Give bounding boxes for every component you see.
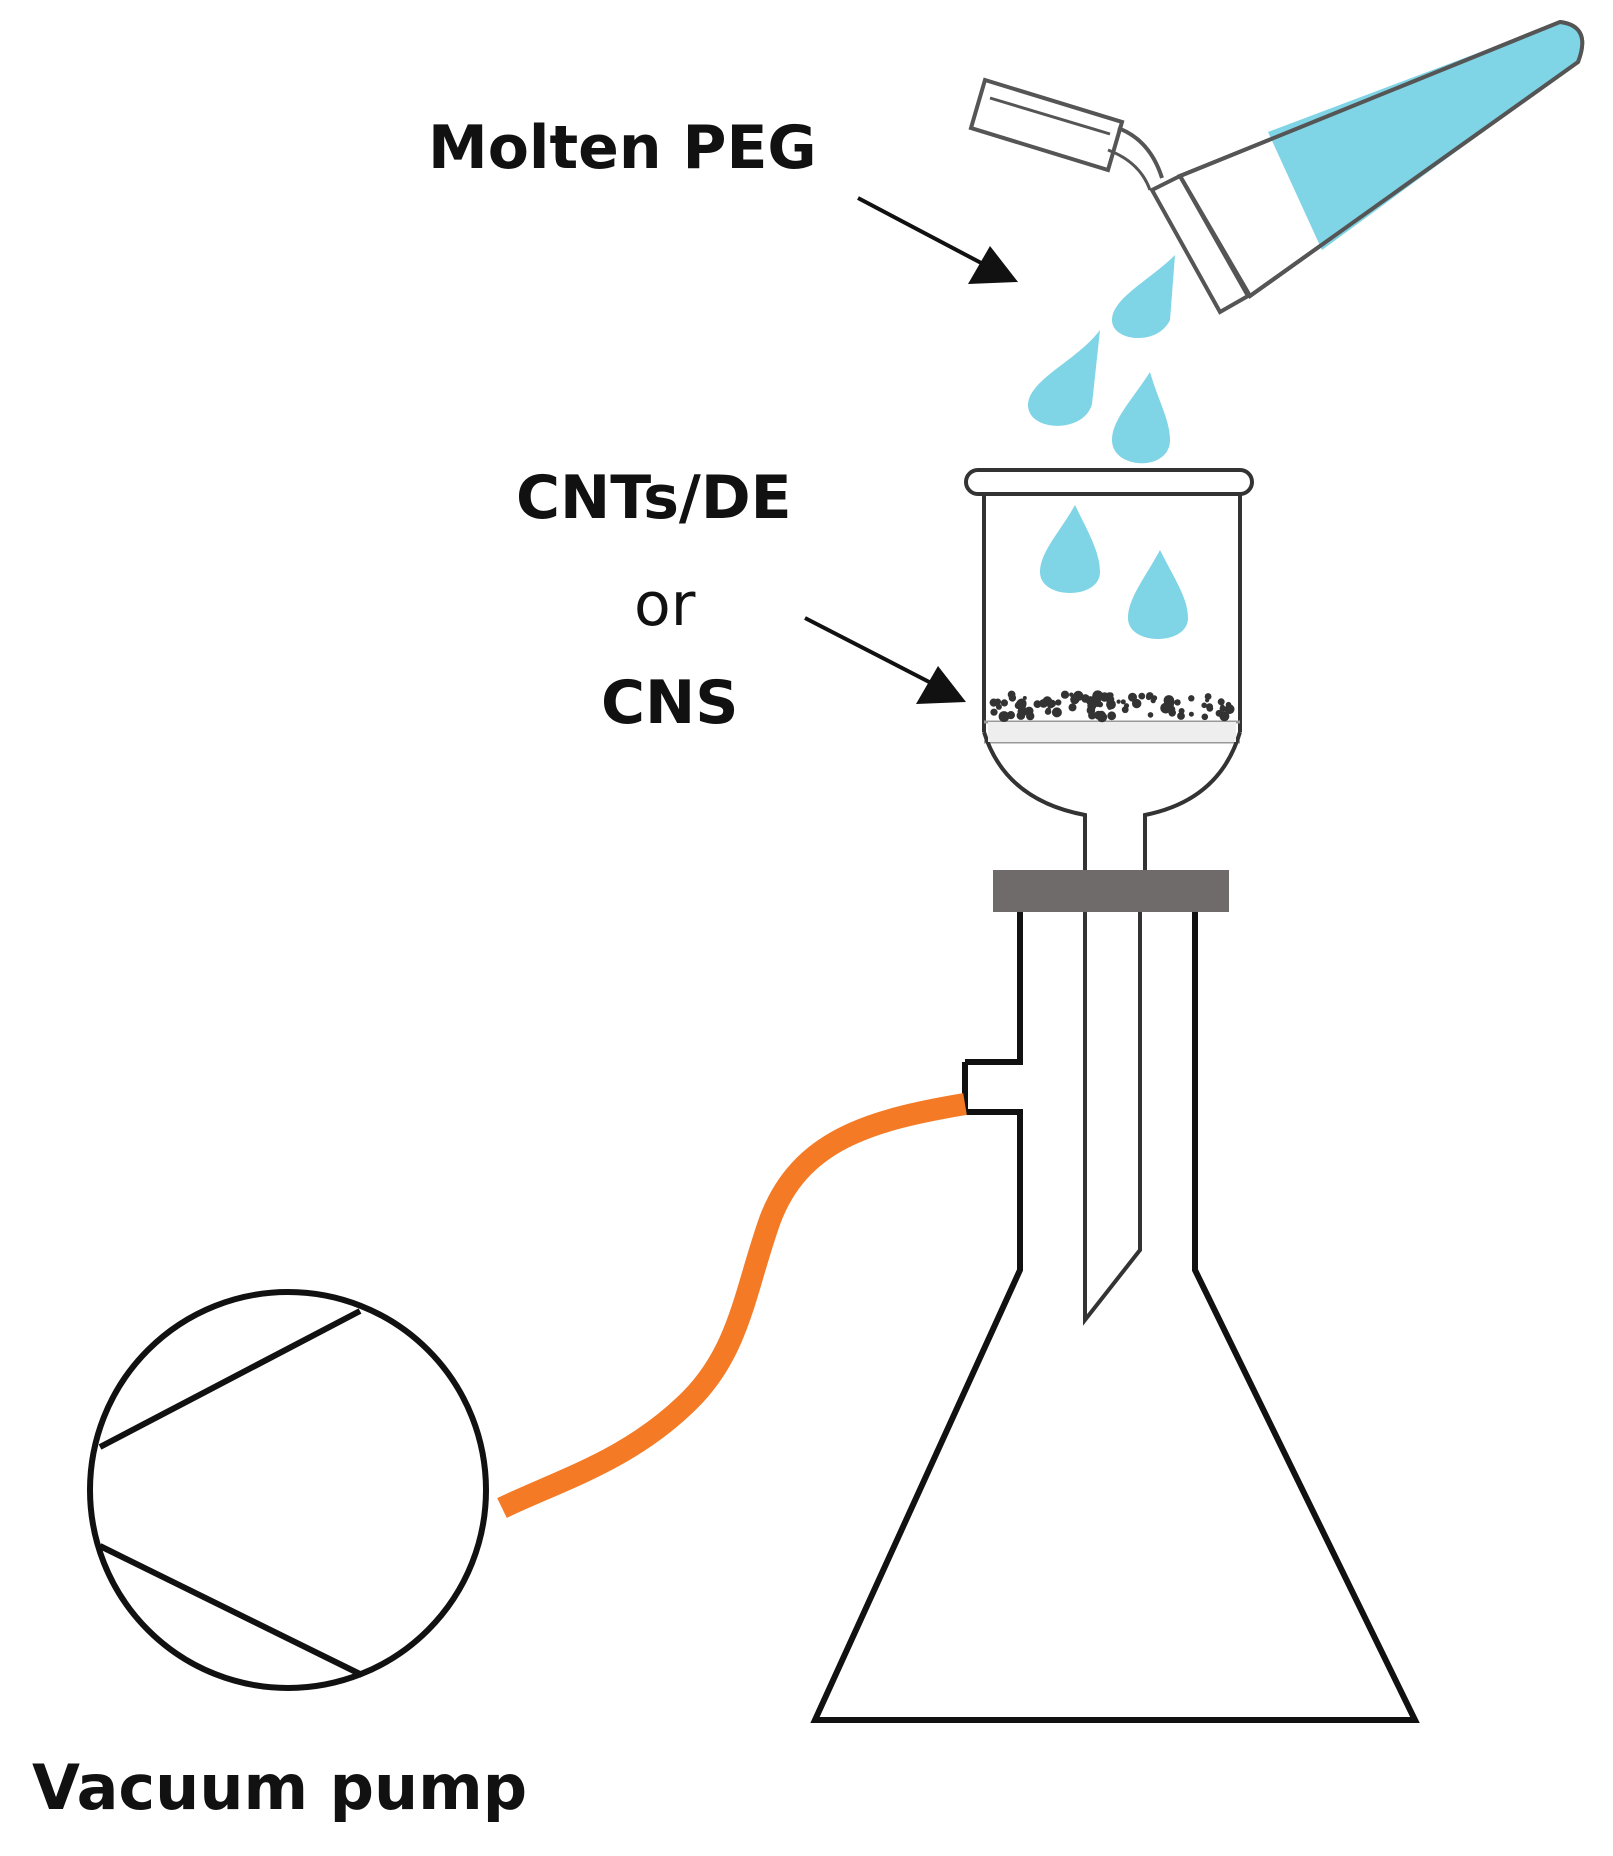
tube-cap — [968, 77, 1164, 191]
side-arm — [965, 1059, 1020, 1115]
particle — [1121, 706, 1129, 714]
drop-2 — [1028, 330, 1100, 426]
particle — [995, 703, 1002, 710]
particle — [1026, 711, 1035, 721]
particle — [1008, 713, 1014, 719]
particle — [998, 711, 1010, 722]
particle — [1178, 708, 1185, 714]
particle — [1094, 710, 1104, 720]
label-molten-peg: Molten PEG — [428, 113, 817, 183]
label-cnts-de: CNTs/DE — [516, 463, 792, 533]
pouring-tube — [968, 19, 1585, 315]
vacuum-pump-icon — [87, 1289, 489, 1691]
particle — [1219, 705, 1227, 712]
particle — [1016, 698, 1027, 709]
cnts-particles — [989, 690, 1235, 723]
particle — [1174, 699, 1181, 706]
particle — [1215, 709, 1223, 717]
particle — [1151, 695, 1158, 701]
arrow-molten-peg — [857, 196, 1018, 284]
particle — [1068, 703, 1077, 712]
particle — [1138, 692, 1146, 700]
particle — [1088, 711, 1097, 720]
particle — [1188, 695, 1195, 702]
particle — [1000, 699, 1009, 707]
filter-bed — [988, 722, 1236, 742]
funnel-rim — [964, 468, 1254, 496]
rubber-stopper — [993, 870, 1229, 912]
particle — [1048, 699, 1056, 708]
label-or: or — [634, 570, 696, 640]
particle — [1107, 711, 1117, 721]
peg-drops — [1028, 255, 1188, 639]
particle — [1017, 706, 1028, 717]
particle — [1227, 707, 1233, 713]
particle — [1201, 702, 1207, 709]
drop-5 — [1128, 550, 1188, 639]
drop-3 — [1112, 372, 1170, 464]
particle — [1204, 693, 1212, 700]
particle — [1051, 707, 1062, 718]
particle — [1145, 694, 1152, 701]
particle — [989, 698, 998, 707]
particle — [1116, 699, 1121, 704]
funnel-stem — [1083, 870, 1142, 1326]
particle — [1177, 712, 1185, 720]
particle — [1043, 701, 1048, 706]
drop-4 — [1040, 505, 1100, 593]
particle — [1081, 694, 1090, 703]
particle — [1206, 705, 1214, 712]
particle — [1033, 700, 1042, 708]
tube-liquid — [1268, 22, 1583, 250]
particle — [1070, 695, 1080, 705]
particle — [1010, 696, 1016, 702]
filter-flask — [810, 912, 1420, 1723]
particle — [1044, 708, 1051, 715]
particle — [1147, 712, 1154, 718]
particle — [1092, 690, 1104, 702]
particle — [1120, 699, 1126, 705]
particle — [1055, 699, 1062, 706]
particle — [1087, 701, 1097, 711]
label-cns: CNS — [601, 668, 739, 738]
vacuum-tubing — [497, 1093, 967, 1518]
arrow-cnts — [804, 616, 966, 704]
particle — [1160, 702, 1172, 714]
particle — [990, 708, 998, 716]
particle — [1060, 690, 1070, 699]
particle — [1128, 692, 1137, 702]
particle — [1201, 713, 1209, 721]
particle — [1105, 695, 1115, 704]
label-vacuum-pump: Vacuum pump — [32, 1751, 528, 1824]
particle — [1188, 711, 1194, 717]
particle — [1217, 698, 1225, 706]
drop-1 — [1112, 255, 1175, 339]
